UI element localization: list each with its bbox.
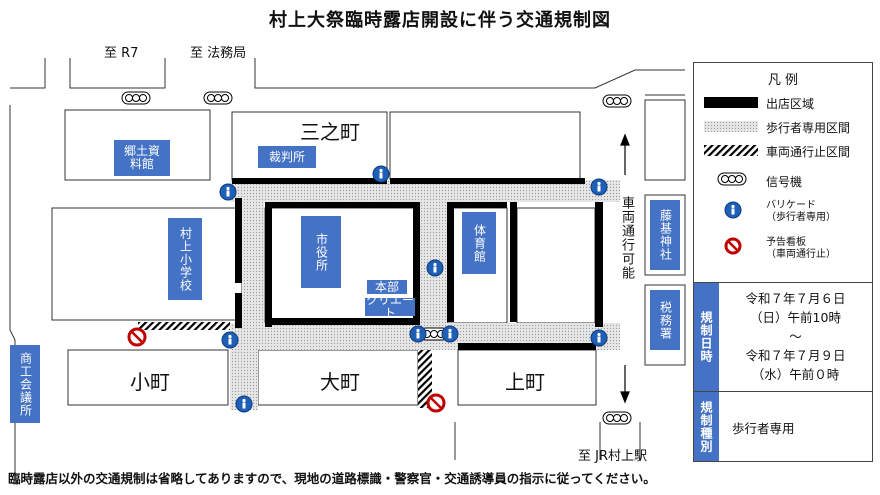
signal-icon: [203, 91, 233, 105]
direction-houmukyoku: 至 法務局: [190, 46, 247, 61]
stall-w3: [265, 202, 272, 327]
legend-barricade-icon: [724, 201, 742, 219]
area-sannomachi: 三之町: [300, 120, 360, 144]
type-value: 歩行者専用: [732, 421, 795, 436]
block-shrine-north: [644, 99, 686, 181]
road-line-n1: [69, 58, 166, 89]
stall-n1: [232, 178, 387, 184]
stall-gym-w: [447, 202, 454, 322]
block-school: [51, 207, 243, 321]
legend-stall: 出店区域: [766, 97, 815, 111]
end-date: 令和７年７月９日: [745, 348, 846, 363]
start-date: 令和７年７月６日: [745, 291, 846, 306]
barricade-icon: [590, 329, 608, 347]
barricade-icon: [235, 395, 253, 413]
block-komachi: [67, 349, 229, 406]
regulation-info: 規制日時 令和７年７月６日 （日）午前10時 ～ 令和７年７月９日 （水）午前０…: [693, 282, 873, 462]
road-line-n2: [254, 58, 685, 89]
pedestrian-west: [242, 180, 264, 350]
label-honbu: 本部: [367, 280, 407, 294]
label-taiikukan: 体育館: [462, 212, 496, 274]
label-fujiki: 藤基神社: [650, 200, 680, 270]
stall-w2: [235, 293, 242, 328]
area-komachi: 小町: [130, 370, 170, 394]
type-header: 規制種別: [694, 392, 719, 461]
closed-south: [418, 350, 432, 408]
date-header: 規制日時: [694, 283, 719, 391]
legend-notice: 予告看板（車両通行止）: [766, 237, 836, 260]
label-zeimusho: 税務署: [650, 290, 680, 350]
road-vehicle-label: 車両通行可能: [619, 196, 634, 280]
stall-zones: [232, 178, 603, 350]
label-saibansho: 裁判所: [258, 146, 316, 168]
stall-w1: [235, 198, 242, 283]
stall-gym-n: [447, 202, 507, 208]
barricade-icon: [409, 325, 427, 343]
barricade-icon: [441, 325, 459, 343]
barricades: [219, 165, 608, 413]
end-time: （水）午前０時: [751, 367, 840, 382]
stall-east: [595, 202, 603, 327]
closed-west: [138, 322, 230, 330]
map-title: 村上大祭臨時露店開設に伴う交通規制図: [269, 10, 611, 31]
legend-closed-swatch: [704, 145, 758, 156]
stall-kamimachi: [458, 343, 596, 350]
footer-note: 臨時露店以外の交通規制は省略してありますので、現地の道路標識・警察官・交通誘導員…: [8, 471, 656, 486]
notice-icon: [127, 327, 147, 347]
road-outlines: [9, 58, 685, 480]
legend-signal: 信号機: [766, 175, 803, 189]
legend-barricade: バリケード（歩行者専用）: [766, 200, 836, 223]
stall-e1: [413, 202, 420, 322]
area-omachi: 大町: [320, 370, 360, 394]
legend-title: 凡 例: [767, 73, 799, 88]
label-kuriet: クリエート: [365, 293, 415, 320]
barricade-icon: [426, 259, 444, 277]
legend-signal-icon: [717, 172, 747, 186]
stall-cityhall-s: [265, 318, 420, 325]
tilde: ～: [789, 329, 802, 344]
block-kamimachi: [457, 349, 597, 406]
stall-gym-e: [510, 202, 517, 322]
signal-icon: [602, 94, 632, 108]
label-shogakko: 村上小学校: [168, 218, 202, 300]
barricade-icon: [219, 183, 237, 201]
direction-r7: 至 R7: [104, 46, 139, 61]
label-shoko: 商工会議所: [10, 345, 40, 423]
road-line-sw: [9, 329, 16, 480]
legend-closed: 車両通行止区間: [766, 145, 851, 159]
block-north-east: [389, 111, 581, 181]
label-kyodo: 郷土資料館: [114, 140, 170, 176]
closed-sections: [138, 322, 432, 408]
legend-pedestrian: 歩行者専用区間: [766, 121, 851, 135]
stall-cityhall-n: [265, 202, 420, 208]
legend-stall-swatch: [704, 97, 758, 108]
legend-pedestrian-swatch: [704, 121, 758, 132]
block-east: [516, 207, 596, 324]
area-kamimachi: 上町: [505, 370, 545, 394]
block-omachi: [257, 349, 419, 406]
notice-signs: [127, 327, 446, 413]
barricade-icon: [372, 165, 390, 183]
barricade-icon: [590, 178, 608, 196]
direction-jr: 至 JR村上駅: [578, 449, 647, 464]
road-line-nw: [10, 58, 46, 89]
legend: 凡 例 出店区域 歩行者専用区間 車両通行止区間 信号機 バリケード（歩行者専用…: [693, 62, 873, 286]
notice-icon: [426, 393, 446, 413]
start-time: （日）午前10時: [750, 310, 841, 325]
signal-icon: [602, 411, 632, 425]
legend-notice-icon: [724, 237, 742, 255]
barricade-icon: [221, 331, 239, 349]
road-arrows: [620, 133, 630, 404]
stall-n2: [390, 178, 585, 184]
label-shiyakusho: 市役所: [301, 216, 341, 288]
signal-icon: [121, 91, 151, 105]
schedule-period: 令和７年７月６日 （日）午前10時 ～ 令和７年７月９日 （水）午前０時: [719, 289, 872, 384]
